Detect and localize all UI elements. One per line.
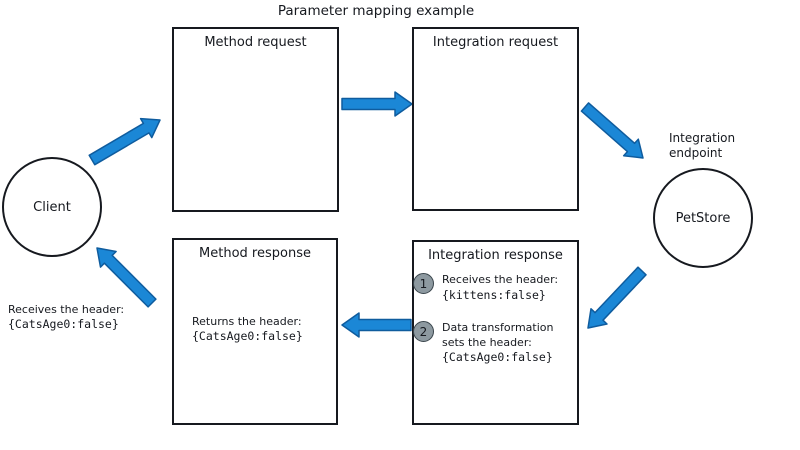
arrow-method-response-to-client — [96, 247, 157, 308]
method-response-box: Method response Returns the header: {Cat… — [172, 238, 338, 425]
arrow-client-to-method-request — [88, 117, 161, 166]
client-label: Client — [33, 199, 71, 215]
arrow-integration-response-to-method-response — [341, 312, 412, 338]
integration-response-title: Integration response — [428, 248, 563, 263]
petstore-label: PetStore — [675, 210, 731, 226]
method-request-box: Method request — [172, 27, 339, 212]
step-2-text-line1: Data transformation — [442, 321, 554, 334]
step-2-code: {CatsAge0:false} — [442, 350, 553, 364]
client-node: Client — [2, 157, 102, 257]
method-request-title: Method request — [204, 35, 307, 50]
step-2-number-badge: 2 — [413, 321, 434, 342]
petstore-node: PetStore — [653, 168, 753, 268]
client-note-code: {CatsAge0:false} — [8, 317, 119, 331]
integration-request-box: Integration request — [412, 27, 579, 211]
step-1-number-badge: 1 — [413, 273, 434, 294]
client-note-text: Receives the header: — [8, 303, 125, 316]
integration-response-box: Integration response 1 Receives the head… — [412, 240, 579, 425]
client-note: Receives the header: {CatsAge0:false} — [8, 302, 124, 332]
step-1-text: Receives the header: — [442, 273, 559, 286]
integration-response-step-1: 1 Receives the header: {kittens:false} — [413, 273, 574, 302]
integration-response-step-2: 2 Data transformation sets the header: {… — [413, 321, 574, 365]
integration-endpoint-label: Integration endpoint — [669, 131, 736, 160]
method-response-title: Method response — [199, 246, 311, 261]
method-response-body: Returns the header: {CatsAge0:false} — [192, 315, 303, 343]
arrow-integration-request-to-endpoint — [580, 102, 644, 159]
step-2-text-line2: sets the header: — [442, 335, 532, 349]
integration-request-title: Integration request — [432, 35, 559, 50]
arrow-endpoint-to-integration-response — [587, 266, 647, 329]
arrow-method-request-to-integration-request — [341, 91, 413, 117]
step-1-code: {kittens:false} — [442, 287, 546, 302]
diagram-title: Parameter mapping example — [277, 3, 475, 19]
